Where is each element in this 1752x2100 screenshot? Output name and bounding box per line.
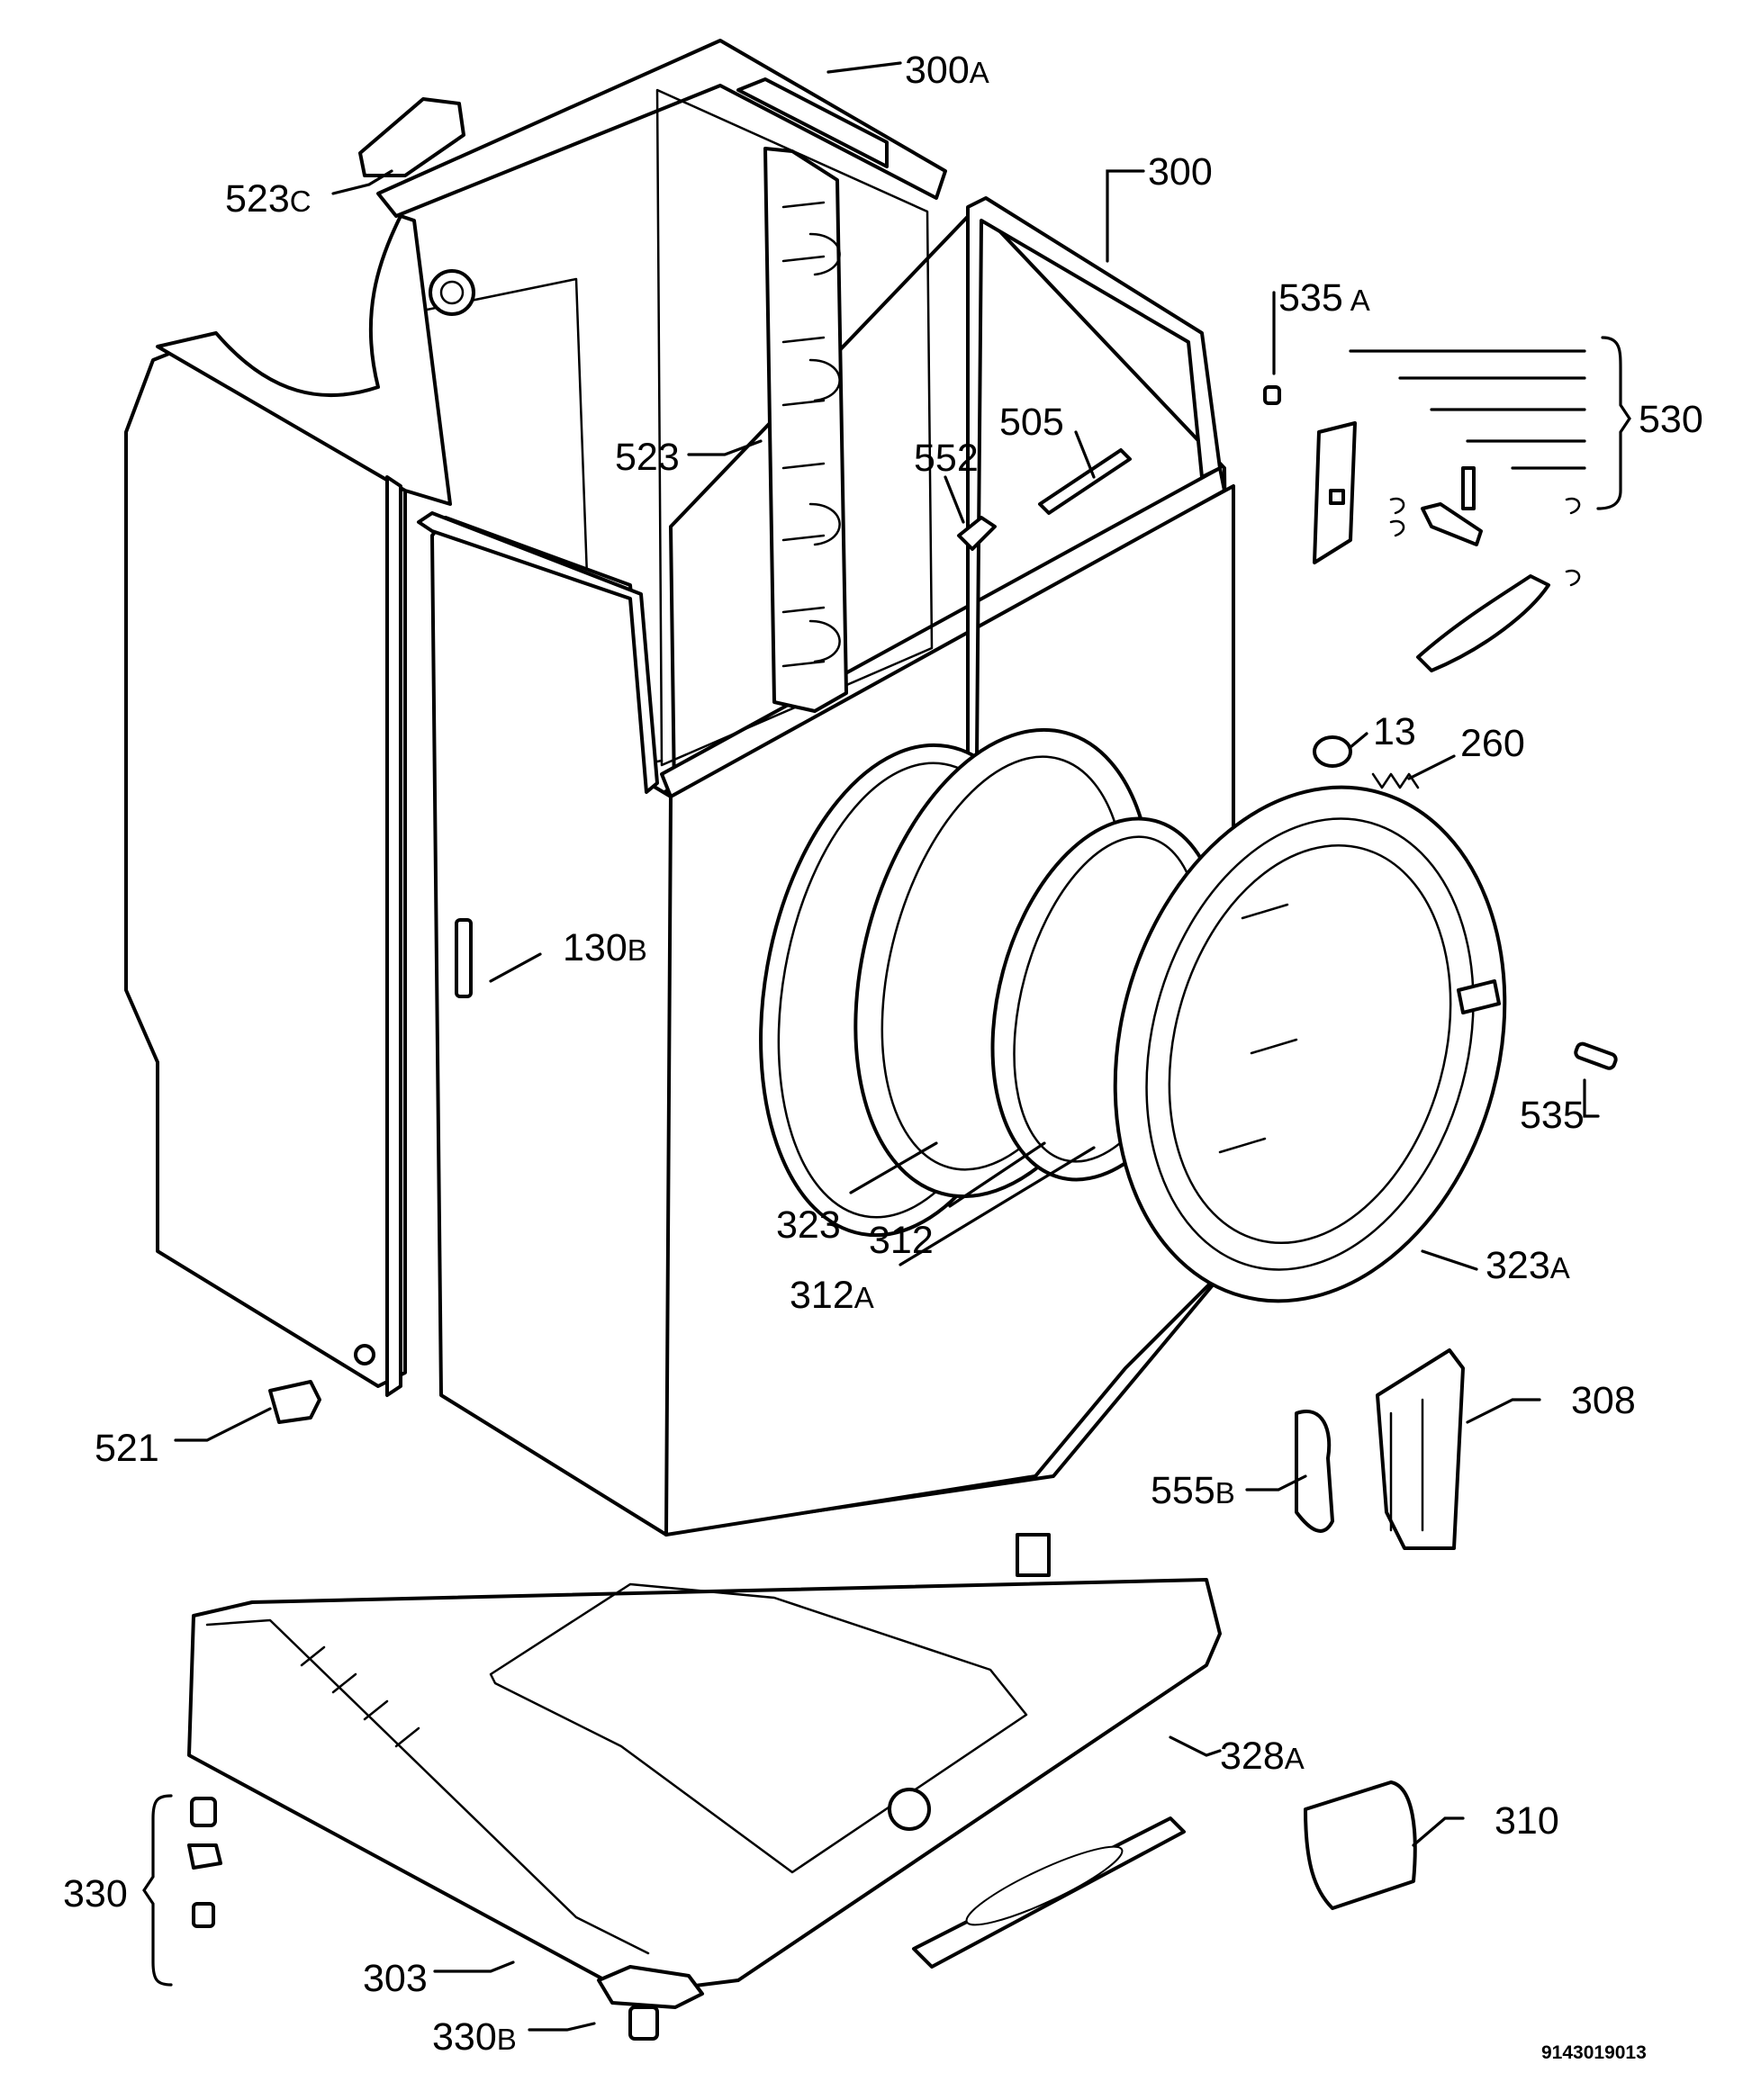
plinth-328a	[912, 1816, 1186, 1969]
label-530: 530	[1639, 398, 1703, 441]
rear-panel	[124, 214, 475, 1397]
base-frame-303	[187, 1533, 1222, 1996]
document-id: 9143019013	[1541, 2042, 1647, 2063]
label-300a: 300A	[905, 49, 989, 92]
label-555b: 555B	[1151, 1469, 1235, 1512]
label-523c: 523C	[225, 177, 312, 221]
rail-523	[763, 147, 848, 713]
label-521: 521	[95, 1427, 159, 1470]
label-535: 535	[1520, 1094, 1585, 1137]
label-130b: 130B	[563, 926, 647, 969]
label-312a: 312A	[790, 1274, 874, 1317]
label-312: 312	[869, 1219, 934, 1262]
insert-555b	[1295, 1410, 1334, 1533]
label-330b: 330B	[432, 2015, 517, 2059]
pin-535a	[1263, 385, 1281, 405]
clip-523c	[358, 97, 465, 177]
foot-330b	[597, 1965, 704, 2041]
leader-lines	[174, 61, 1631, 2032]
side-panel-130b	[417, 511, 673, 1537]
screw-521	[268, 1380, 321, 1424]
label-328a: 328A	[1220, 1735, 1305, 1778]
hinge-308	[1376, 1348, 1465, 1550]
label-300: 300	[1148, 150, 1213, 194]
pin-535	[1574, 1041, 1618, 1070]
bushing-13	[1313, 735, 1352, 768]
filter-door-310	[1304, 1780, 1417, 1910]
label-552: 552	[914, 437, 979, 480]
label-260: 260	[1460, 722, 1525, 765]
top-rail-300a	[736, 77, 889, 168]
label-505: 505	[999, 401, 1064, 444]
fixings-330	[142, 1794, 222, 1987]
door-frame-323a	[1113, 785, 1507, 1303]
label-308: 308	[1571, 1379, 1636, 1422]
clip-552	[957, 516, 997, 551]
label-323a: 323A	[1486, 1244, 1570, 1287]
handle-parts-530	[1313, 421, 1581, 672]
label-310: 310	[1495, 1799, 1559, 1843]
label-330: 330	[63, 1872, 128, 1915]
label-323: 323	[776, 1203, 841, 1247]
pin-505	[1038, 448, 1132, 515]
label-303: 303	[363, 1957, 428, 2000]
label-523: 523	[615, 436, 680, 479]
label-13: 13	[1373, 710, 1416, 753]
